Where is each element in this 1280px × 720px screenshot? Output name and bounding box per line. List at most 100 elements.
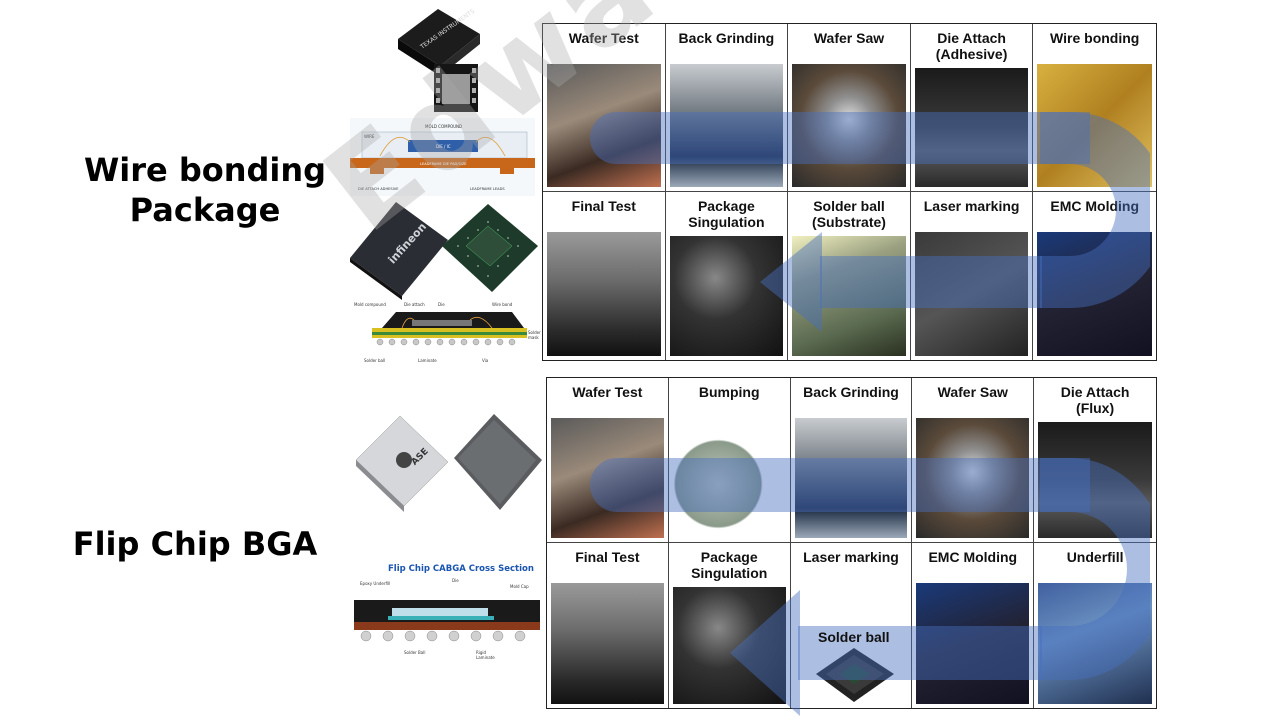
flip-chip-title: Flip Chip BGA	[72, 525, 318, 563]
wb-step-label: Final Test	[571, 198, 636, 214]
fc-step-r2c2: Package Singulation	[669, 543, 791, 708]
wb-step-photo	[792, 64, 906, 187]
wb-step-photo	[547, 64, 661, 187]
wire-bonding-process-grid: Wafer Test Back Grinding Wafer Saw Die Atta…	[542, 23, 1157, 361]
fc-step-label: Laser marking	[803, 549, 899, 565]
flip-chip-process-grid: Wafer Test Bumping Back Grinding Wafer Saw D…	[546, 377, 1157, 709]
wb2-mask-label-line1: Solder	[528, 330, 541, 335]
fc-step-label: Final Test	[575, 549, 640, 565]
wb-step-r2c3: Solder ball (Substrate)	[788, 192, 911, 360]
wb-step-photo	[792, 236, 906, 356]
solder-ball-label: Solder ball	[818, 629, 890, 645]
fc-flow-arrow-head	[730, 590, 800, 716]
fc-step-label: Wafer Test	[572, 384, 643, 400]
wb1-wire-label: WIRE	[364, 134, 375, 139]
fc-title-label: Flip Chip CABGA Cross Section	[388, 564, 534, 574]
wb-step-r1c5: Wire bonding	[1033, 24, 1156, 192]
fc-step-photo	[672, 587, 786, 704]
wb-step-r2c1: Final Test	[543, 192, 666, 360]
wire-bonding-title-line2: Package	[129, 191, 281, 229]
wire-bonding-title-line1: Wire bonding	[83, 151, 327, 189]
wb-flow-arrow-head	[760, 232, 822, 332]
wb1-leads-label: LEADFRAME LEADS	[470, 187, 505, 191]
fc-step-label: Wafer Saw	[937, 384, 1008, 400]
wb-step-label: Solder ball (Substrate)	[812, 198, 886, 230]
fc-step-r2c4: EMC Molding	[912, 543, 1035, 708]
wb-step-photo	[547, 232, 661, 356]
fc-step-r1c1: Wafer Test	[547, 378, 669, 543]
wb-step-label: Wire bonding	[1050, 30, 1140, 46]
fc-step-label: Underfill	[1066, 549, 1124, 565]
wb2-via-label: Via	[482, 358, 489, 363]
fc-step-photo	[916, 583, 1030, 704]
fc-step-label: Die Attach (Flux)	[1060, 384, 1130, 416]
fc-step-photo	[916, 418, 1030, 538]
fc-step-photo	[1038, 422, 1152, 538]
wb2-mask-label-line2: mask	[528, 335, 539, 340]
wb-step-photo	[1037, 64, 1152, 187]
ase-flip-chip-package-image: ASE	[355, 414, 542, 512]
fc-step-label: Back Grinding	[803, 384, 899, 400]
wb-step-photo	[914, 68, 1029, 187]
wb-step-r1c3: Wafer Saw	[788, 24, 911, 192]
wb1-adhesive-label: DIE ATTACH ADHESIVE	[358, 187, 399, 191]
wb1-die-label: DIE / IC	[436, 144, 451, 149]
fc-step-label: Bumping	[698, 384, 760, 400]
wb2-die-label: Die	[438, 302, 445, 307]
wb-step-photo	[914, 232, 1029, 356]
wb-step-label: Wafer Saw	[813, 30, 885, 46]
fc-laminate-label-line2: Laminate	[476, 655, 495, 660]
fc-step-r1c3: Back Grinding	[790, 378, 913, 543]
fc-step-r1c2: Bumping	[668, 378, 791, 543]
infineon-bga-package-image: infineon	[350, 202, 538, 300]
fc-step-photo	[551, 583, 664, 704]
wb-step-r2c4: Laser marking	[911, 192, 1034, 360]
wb-step-r2c5: EMC Molding	[1033, 192, 1156, 360]
wb2-wire-label: Wire bond	[492, 302, 513, 307]
wb-step-r1c1: Wafer Test	[543, 24, 666, 192]
fc-step-label: EMC Molding	[928, 549, 1018, 565]
wb-step-label: EMC Molding	[1050, 198, 1140, 214]
wb-step-label: Laser marking	[923, 198, 1020, 214]
wb-step-label: Wafer Test	[568, 30, 639, 46]
wb-step-label: Die Attach (Adhesive)	[935, 30, 1008, 62]
fc-underfill-label: Epoxy Underfill	[360, 581, 390, 586]
fc-ball-label: Solder Ball	[404, 650, 425, 655]
wb-step-r2c2: Package Singulation	[666, 192, 789, 360]
fc-step-r2c1: Final Test	[547, 543, 669, 708]
wire-bonding-title: Wire bonding Package	[80, 150, 330, 230]
wb1-mold-label: MOLD COMPOUND	[425, 124, 462, 129]
fc-step-photo	[672, 418, 786, 538]
fc-flow-arrow-turn	[1040, 458, 1150, 680]
fc-step-r2c5: Underfill	[1034, 543, 1156, 708]
ti-qfn-package-image: TEXAS INSTRUMENTS	[398, 8, 480, 112]
wb-step-r1c2: Back Grinding	[665, 24, 789, 192]
wb1-pad-label: LEADFRAME DIE PAD/SIZE	[420, 162, 467, 166]
wb2-laminate-label: Laminate	[418, 358, 437, 363]
wb-bga-cross-section: Mold compound Die attach Die Wire bond S…	[354, 302, 541, 363]
fc-laminate-label-line1: Rigid	[476, 650, 487, 655]
fc-step-photo	[1038, 583, 1152, 704]
fc-cap-label: Mold Cap	[510, 584, 529, 589]
fc-step-r1c5: Die Attach (Flux)	[1034, 378, 1156, 543]
wb-step-label: Package Singulation	[688, 198, 765, 230]
wb-step-photo	[669, 236, 784, 356]
wb-step-photo	[669, 64, 784, 187]
fc-cabga-cross-section: Flip Chip CABGA Cross Section Epoxy Unde…	[354, 564, 540, 660]
wb-leadframe-cross-section: DIE / IC MOLD COMPOUND WIRE LEADFRAME DI…	[350, 118, 535, 196]
wb2-ball-label: Solder ball	[364, 358, 385, 363]
fc-step-label: Package Singulation	[691, 549, 768, 581]
wb-step-r1c4: Die Attach (Adhesive)	[910, 24, 1034, 192]
wb2-mold-label: Mold compound	[354, 302, 386, 307]
fc-step-photo	[794, 418, 908, 538]
solder-ball-package-image	[816, 648, 894, 702]
fc-die-label: Die	[452, 578, 459, 583]
wb-step-photo	[1037, 232, 1152, 356]
fc-step-photo	[551, 418, 664, 538]
wb-flow-arrow-turn	[1040, 112, 1150, 308]
wb2-attach-label: Die attach	[404, 302, 425, 307]
wb-step-label: Back Grinding	[678, 30, 775, 46]
fc-step-r1c4: Wafer Saw	[912, 378, 1035, 543]
